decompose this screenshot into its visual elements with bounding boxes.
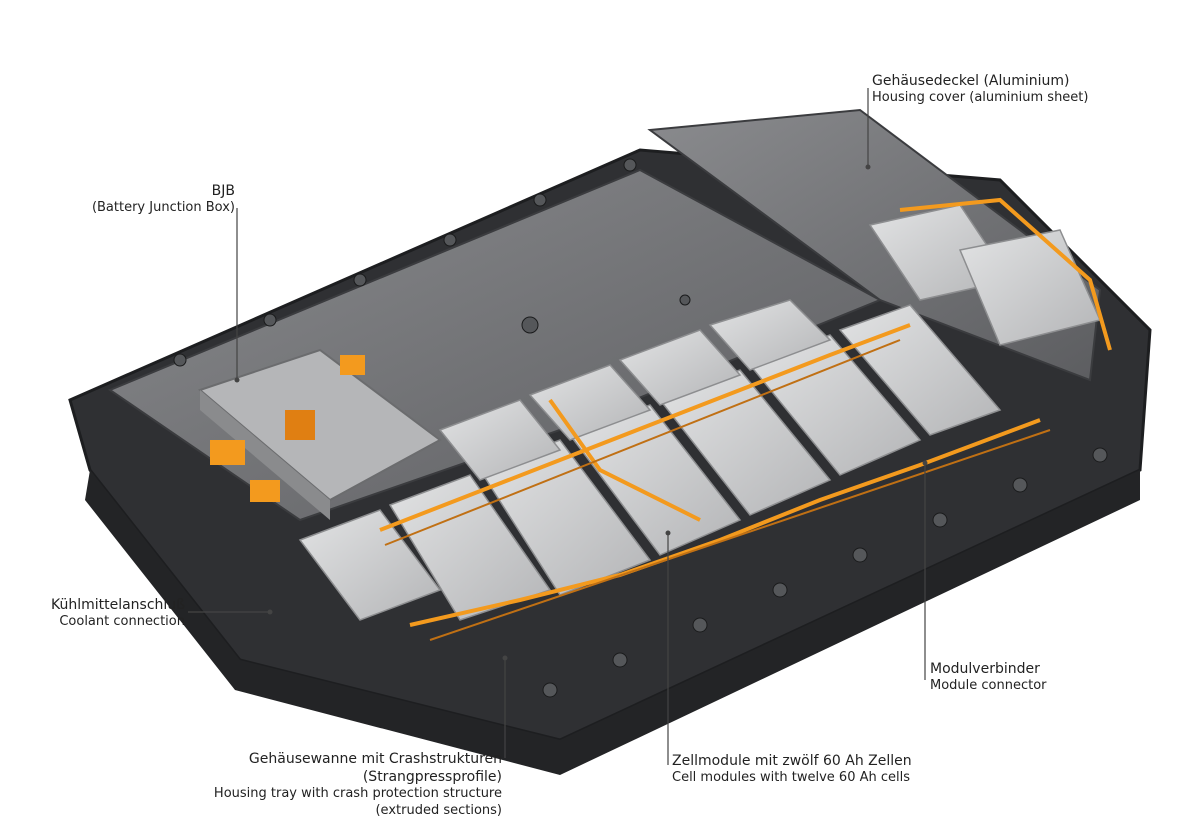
label-module-connector-de: Modulverbinder	[930, 661, 1040, 677]
label-housing-tray-de2: (Strangpressprofile)	[362, 769, 502, 786]
label-housing-cover: Gehäusedeckel (Aluminium) Housing cover …	[872, 72, 1088, 107]
label-housing-cover-en: Housing cover (aluminium sheet)	[872, 90, 1089, 106]
label-housing-tray-de1: Gehäusewanne mit Crashstrukturen	[248, 751, 502, 767]
tray-side-wall	[85, 470, 1140, 775]
label-cell-modules: Zellmodule mit zwölf 60 Ah Zellen Cell m…	[672, 752, 912, 787]
label-housing-tray: Gehäusewanne mit Crashstrukturen (Strang…	[130, 750, 502, 820]
label-module-connector: Modulverbinder Module connector	[930, 660, 1047, 695]
label-coolant-en: Coolant connection	[59, 614, 185, 630]
label-module-connector-en: Module connector	[930, 678, 1047, 694]
leader-lines	[188, 88, 926, 765]
label-cell-modules-de: Zellmodule mit zwölf 60 Ah Zellen	[672, 753, 912, 769]
label-coolant-de: Kühlmittelanschluß	[50, 597, 185, 613]
label-bjb-de: BJB	[211, 183, 235, 199]
module-connector-wiring	[379, 197, 1112, 627]
frame-bolts	[173, 158, 1108, 698]
label-bjb-en: (Battery Junction Box)	[91, 200, 235, 216]
label-bjb: BJB (Battery Junction Box)	[40, 182, 235, 217]
label-coolant: Kühlmittelanschluß Coolant connection	[10, 596, 185, 631]
label-cell-modules-en: Cell modules with twelve 60 Ah cells	[672, 770, 911, 786]
label-housing-cover-de: Gehäusedeckel (Aluminium)	[872, 73, 1070, 89]
label-housing-tray-en1: Housing tray with crash protection struc…	[213, 786, 502, 802]
module-connector-wiring-dark	[384, 339, 1051, 641]
label-housing-tray-en2: (extruded sections)	[375, 803, 502, 819]
battery-junction-box	[197, 348, 442, 520]
